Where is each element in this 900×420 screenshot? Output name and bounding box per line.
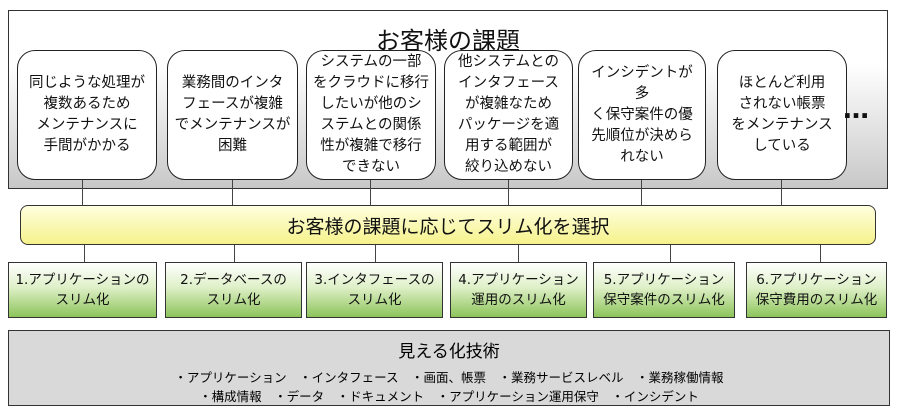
visualization-title: 見える化技術 (398, 342, 500, 362)
connector (375, 245, 376, 262)
slim-box: 4.アプリケーション 運用のスリム化 (450, 262, 587, 318)
challenge-card: 業務間のインタ フェースが複雑 でメンテナンスが 困難 (167, 50, 298, 180)
visualization-items: ・アプリケーション ・インタフェース ・画面、帳票 ・業務サービスレベル ・業務… (174, 370, 724, 404)
connector (781, 180, 782, 205)
slim-box: 3.インタフェースの スリム化 (306, 262, 443, 318)
more-ellipsis: … (843, 95, 869, 125)
challenge-card: 同じような処理が 複数あるため メンテナンスに 手間がかかる (17, 50, 157, 180)
connector (370, 180, 371, 205)
connector (234, 245, 235, 262)
selection-bar: お客様の課題に応じてスリム化を選択 (20, 205, 876, 245)
connector (641, 180, 642, 205)
challenge-card: システムの一部 をクラウドに移行 したいが他のシ ステムとの関係 性が複雑で移行… (306, 50, 436, 180)
connector (820, 245, 821, 262)
challenge-card: ほとんど利用 されない帳票 をメンテナンス している (717, 50, 847, 180)
connector (84, 245, 85, 262)
slim-box: 1.アプリケーションの スリム化 (8, 262, 157, 318)
connector (232, 180, 233, 205)
slim-box: 2.データベースの スリム化 (165, 262, 302, 318)
visualization-panel: 見える化技術 ・アプリケーション ・インタフェース ・画面、帳票 ・業務サービス… (8, 330, 890, 406)
challenge-card: インシデントが多 く保守案件の優 先順位が決めら れない (578, 50, 706, 180)
connector (82, 180, 83, 205)
connector (670, 245, 671, 262)
challenge-card: 他システムとの インタフェース が複雑なため パッケージを適 用する範囲が 絞り… (444, 50, 573, 180)
slim-box: 6.アプリケーション 保守費用のスリム化 (746, 262, 887, 318)
connector (518, 245, 519, 262)
connector (508, 180, 509, 205)
slim-box: 5.アプリケーション 保守案件のスリム化 (593, 262, 735, 318)
